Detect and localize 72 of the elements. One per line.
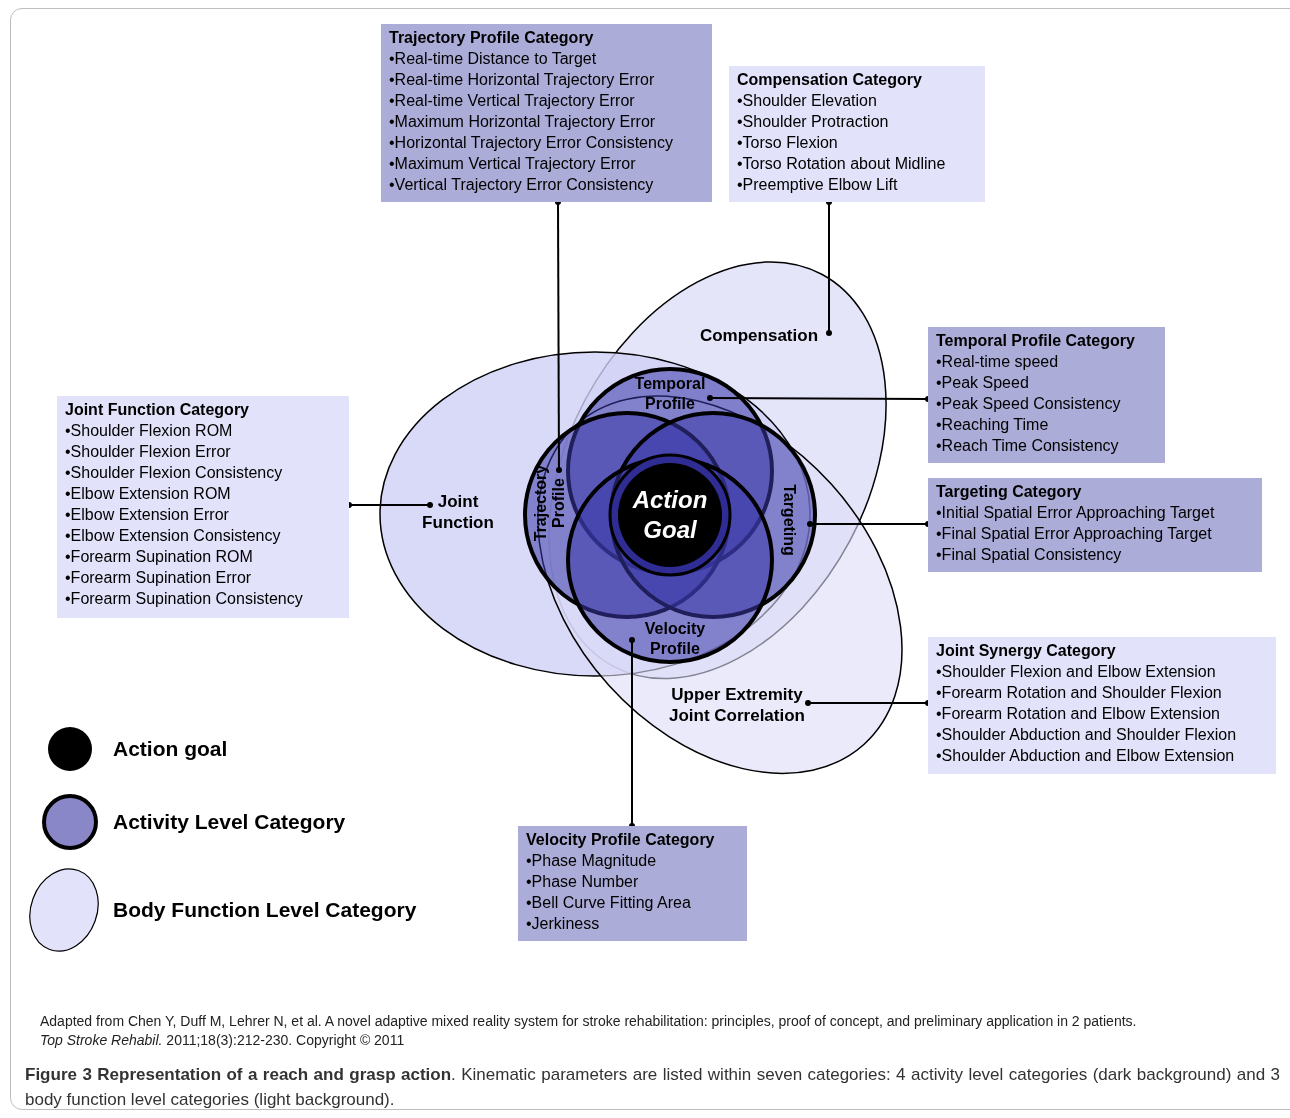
parameter-item: •Bell Curve Fitting Area <box>526 893 692 913</box>
parameter-item: •Shoulder Abduction and Elbow Extension <box>936 746 1236 766</box>
parameter-item: •Forearm Supination ROM <box>65 547 254 567</box>
parameter-item: •Initial Spatial Error Approaching Target <box>936 503 1216 523</box>
parameter-item: •Peak Speed Consistency <box>936 394 1122 414</box>
parameter-item: •Shoulder Abduction and Shoulder Flexion <box>936 725 1238 745</box>
category-heading: Joint Function Category <box>65 400 250 420</box>
category-box <box>57 396 349 618</box>
parameter-item: •Phase Magnitude <box>526 851 658 871</box>
category-label: Joint Function <box>421 491 495 533</box>
parameter-item: •Final Spatial Error Approaching Target <box>936 524 1213 544</box>
leader-line <box>555 199 562 473</box>
parameter-item: •Vertical Trajectory Error Consistency <box>389 175 655 195</box>
category-label: Upper Extremity Joint Correlation <box>667 684 806 726</box>
legend-label: Body Function Level Category <box>113 897 417 923</box>
category-box <box>928 327 1165 463</box>
reference-note: Top Stroke Rehabil. 2011;18(3):212-230. Copyright © 2011 <box>40 1031 406 1050</box>
leader-line <box>807 521 931 527</box>
category-box <box>928 478 1262 572</box>
parameter-item: •Torso Rotation about Midline <box>737 154 947 174</box>
parameter-item: •Shoulder Flexion Error <box>65 442 232 462</box>
parameter-item: •Real-time Distance to Target <box>389 49 598 69</box>
leader-line <box>707 395 931 402</box>
parameter-item: •Shoulder Elevation <box>737 91 878 111</box>
parameter-item: •Reaching Time <box>936 415 1050 435</box>
reference-note: Adapted from Chen Y, Duff M, Lehrer N, et al. A novel adaptive mixed reality system for stroke rehabilitation: principles, proof of concept, and preliminary application in 2 patients. <box>40 1012 1138 1031</box>
parameter-item: •Preemptive Elbow Lift <box>737 175 899 195</box>
category-heading: Joint Synergy Category <box>936 641 1117 661</box>
category-heading: Targeting Category <box>936 482 1083 502</box>
parameter-item: •Elbow Extension Error <box>65 505 230 525</box>
category-label: Trajectory Profile <box>532 463 568 544</box>
parameter-item: •Real-time Vertical Trajectory Error <box>389 91 636 111</box>
category-label: Velocity Profile <box>643 619 707 659</box>
parameter-item: •Maximum Vertical Trajectory Error <box>389 154 637 174</box>
parameter-item: •Shoulder Protraction <box>737 112 890 132</box>
category-heading: Trajectory Profile Category <box>389 28 595 48</box>
parameter-item: •Forearm Rotation and Shoulder Flexion <box>936 683 1223 703</box>
parameter-item: •Real-time Horizontal Trajectory Error <box>389 70 656 90</box>
parameter-item: •Forearm Supination Error <box>65 568 253 588</box>
parameter-item: •Real-time speed <box>936 352 1060 372</box>
category-label: Temporal Profile <box>633 374 707 414</box>
category-label: Compensation <box>698 325 819 348</box>
parameter-item: •Reach Time Consistency <box>936 436 1120 456</box>
parameter-item: •Forearm Rotation and Elbow Extension <box>936 704 1221 724</box>
parameter-item: •Torso Flexion <box>737 133 839 153</box>
parameter-item: •Peak Speed <box>936 373 1030 393</box>
parameter-item: •Forearm Supination Consistency <box>65 589 304 609</box>
parameter-item: •Elbow Extension ROM <box>65 484 232 504</box>
leader-line <box>629 637 635 829</box>
leader-line <box>826 199 832 336</box>
parameter-item: •Final Spatial Consistency <box>936 545 1123 565</box>
parameter-item: •Shoulder Flexion ROM <box>65 421 234 441</box>
category-heading: Temporal Profile Category <box>936 331 1136 351</box>
category-box <box>518 826 747 941</box>
parameter-item: •Maximum Horizontal Trajectory Error <box>389 112 657 132</box>
legend-label: Action goal <box>113 736 228 762</box>
category-heading: Velocity Profile Category <box>526 830 716 850</box>
category-box <box>381 24 712 202</box>
category-label: Targeting <box>780 483 799 558</box>
category-box <box>729 66 985 202</box>
parameter-item: •Jerkiness <box>526 914 601 934</box>
leader-line <box>346 502 433 508</box>
parameter-item: •Elbow Extension Consistency <box>65 526 282 546</box>
category-heading: Compensation Category <box>737 70 923 90</box>
category-box <box>928 637 1276 774</box>
leader-line <box>805 700 931 706</box>
parameter-item: •Phase Number <box>526 872 640 892</box>
parameter-item: •Horizontal Trajectory Error Consistency <box>389 133 674 153</box>
parameter-item: •Shoulder Flexion and Elbow Extension <box>936 662 1217 682</box>
legend-label: Activity Level Category <box>113 809 346 835</box>
figure-caption: Figure 3 Representation of a reach and grasp action. Kinematic parameters are listed within seven categories: 4 activity level categories (dark background) and 3 body function level categories (light background). <box>25 1064 1280 1111</box>
parameter-item: •Shoulder Flexion Consistency <box>65 463 284 483</box>
